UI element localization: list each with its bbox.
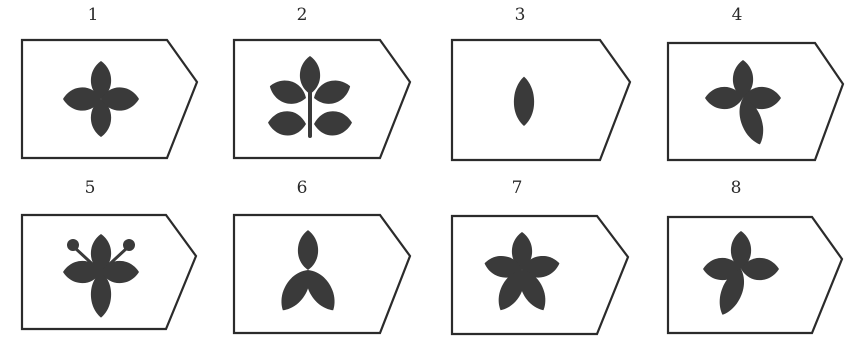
panel-number: 4 <box>732 5 743 25</box>
panel-number: 1 <box>88 5 99 25</box>
panel-4: 4 <box>668 5 843 160</box>
panel-8: 8 <box>668 178 842 333</box>
panel-6: 6 <box>234 178 410 333</box>
panel-number: 6 <box>297 178 308 198</box>
stamen-dot <box>123 239 135 251</box>
panel-5: 5 <box>22 178 196 329</box>
panel-number: 2 <box>297 5 308 25</box>
panel-2: 2 <box>234 5 410 158</box>
panel-3: 3 <box>452 5 630 160</box>
panel-number: 7 <box>512 178 523 198</box>
panel-number: 5 <box>85 178 96 198</box>
panel-7: 7 <box>452 178 628 334</box>
panel-number: 3 <box>515 5 526 25</box>
tag-outline <box>234 215 410 333</box>
panel-1: 1 <box>22 5 197 158</box>
tag-outline <box>452 40 630 160</box>
panel-number: 8 <box>731 178 742 198</box>
stamen-dot <box>67 239 79 251</box>
